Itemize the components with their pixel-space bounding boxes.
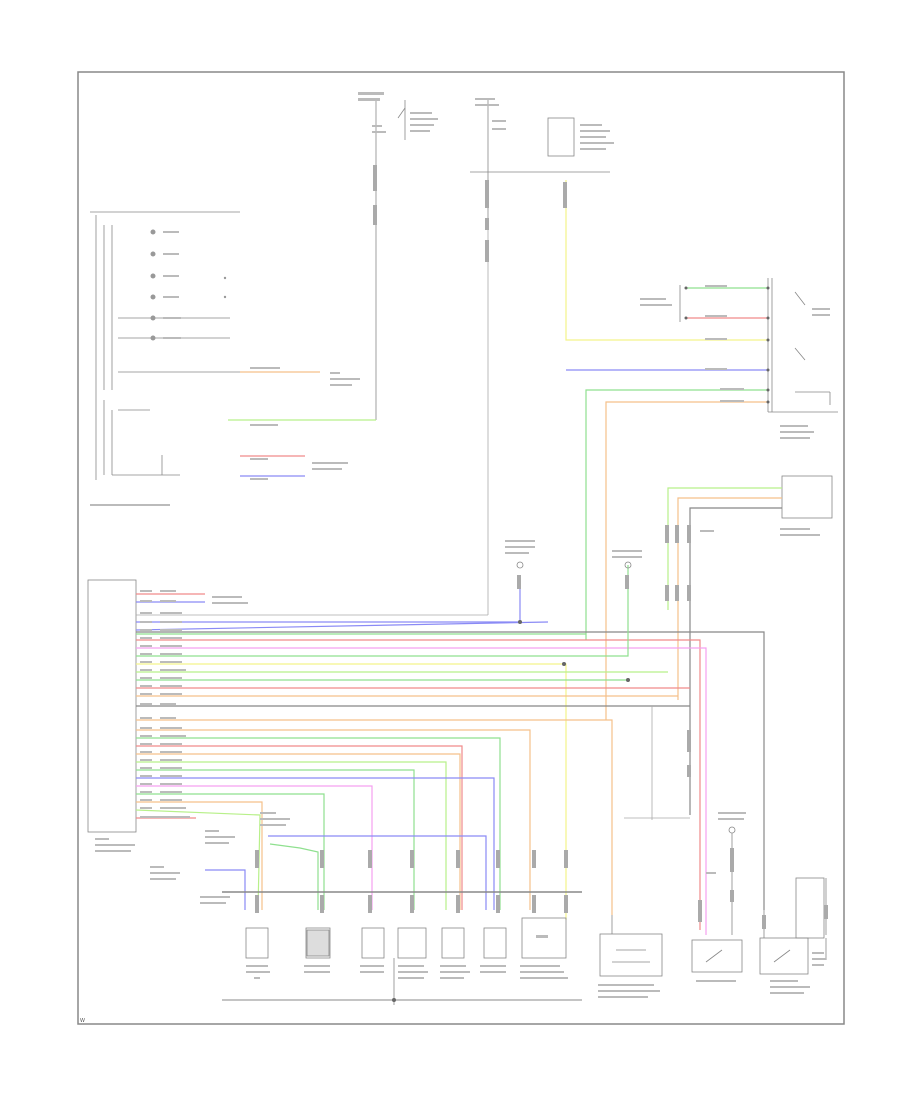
combination-switch-text-marks <box>90 231 181 506</box>
top-source-text-marks <box>358 92 614 150</box>
transmission-range-wires <box>565 180 768 720</box>
transmission-range-text <box>640 285 830 439</box>
bottom-component-text <box>246 872 826 998</box>
combination-switch <box>90 211 320 480</box>
diagram-footer-code: W <box>80 1018 85 1024</box>
combination-switch-contacts <box>150 229 227 341</box>
ground-points <box>516 561 736 935</box>
splice-dots <box>392 286 770 1002</box>
upper-left-colored-wires <box>228 371 376 477</box>
tcm-harness-text <box>140 590 290 904</box>
tcm-pin-text <box>95 838 135 852</box>
top-power-sources <box>375 100 610 420</box>
bottom-components <box>245 877 825 977</box>
ground-point-text <box>505 540 746 820</box>
speed-sensor-text <box>700 528 820 536</box>
transmission-range-switch <box>679 278 838 413</box>
wire-tags <box>255 165 828 929</box>
tcm-harness-wires <box>135 565 765 935</box>
upper-left-wire-text <box>250 367 360 480</box>
middle-vertical-lines <box>136 230 690 820</box>
speed-sensor-right <box>781 475 833 519</box>
diagram-frame <box>77 71 845 1025</box>
transmission-control-module <box>87 579 137 833</box>
speed-sensor-wires <box>667 487 782 815</box>
